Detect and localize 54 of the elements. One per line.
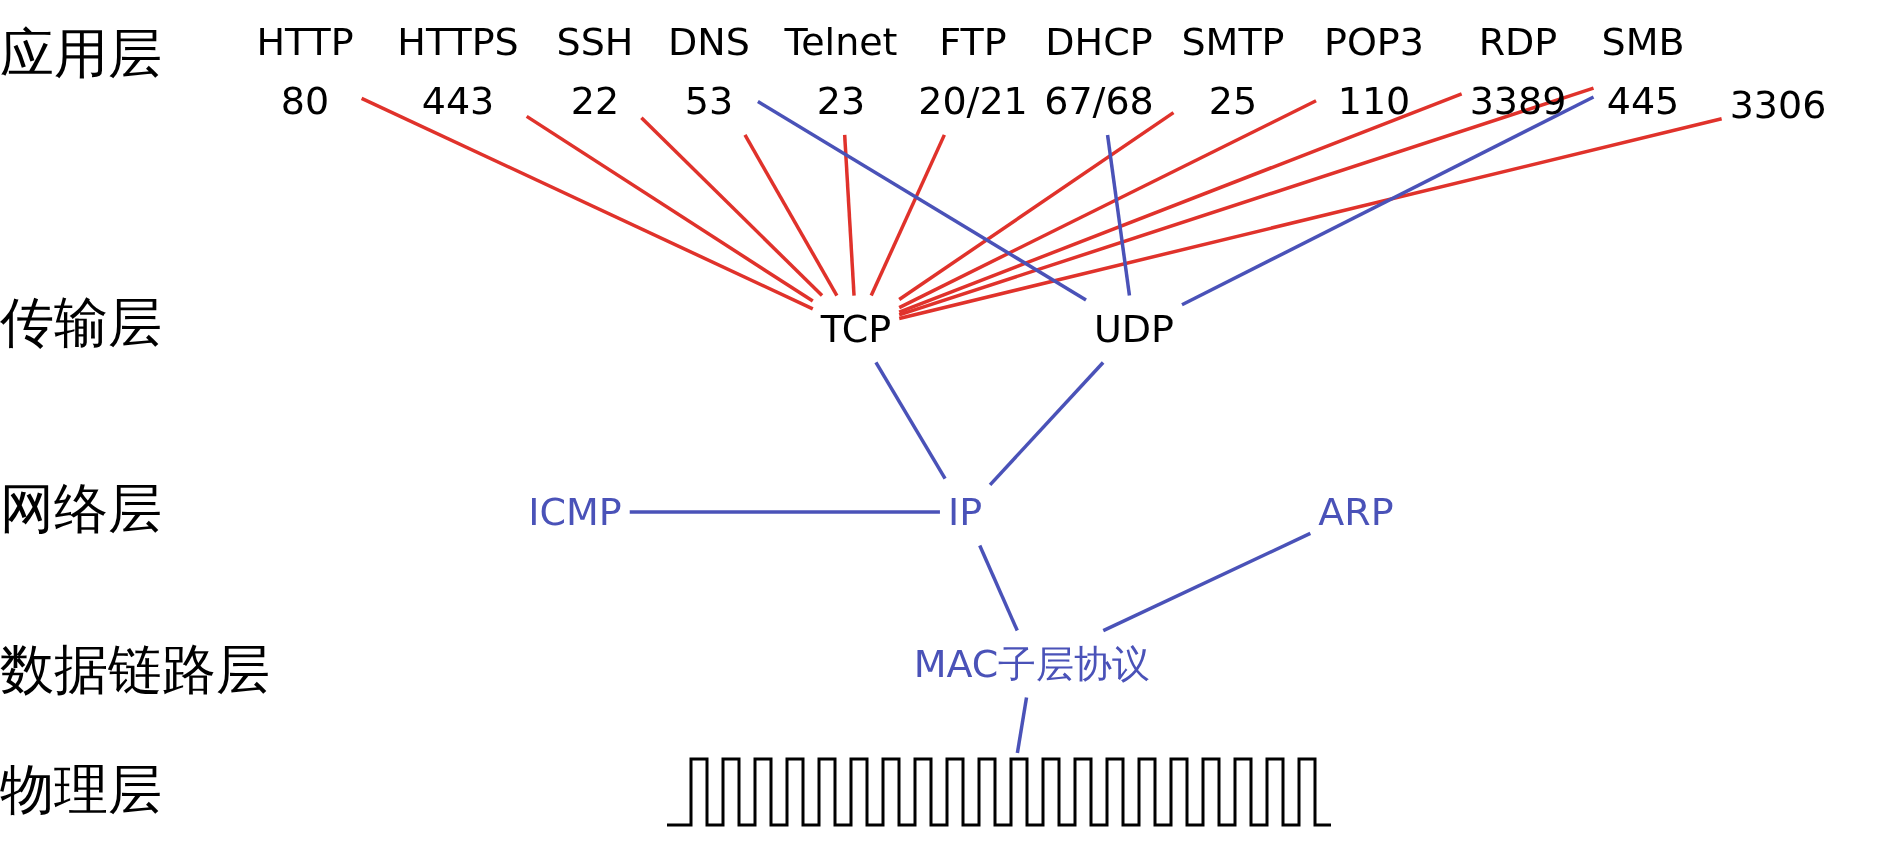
connector-line xyxy=(525,114,814,303)
port-number: 67/68 xyxy=(1043,78,1155,125)
layer-label: 数据链路层 xyxy=(0,643,270,697)
protocol-name: DNS xyxy=(667,19,751,67)
protocol-name: HTTP xyxy=(255,19,355,67)
connector-line xyxy=(874,361,947,480)
connector-line xyxy=(629,510,940,514)
connector-line xyxy=(360,96,814,311)
connector-line xyxy=(757,100,1087,302)
protocol-name: FTP xyxy=(938,19,1008,67)
port-number: 3389 xyxy=(1468,78,1568,125)
port-number: 80 xyxy=(279,78,331,125)
connector-line xyxy=(898,99,1317,310)
connector-line xyxy=(978,544,1019,632)
connector-line xyxy=(898,117,1723,321)
connector-line xyxy=(640,116,824,297)
connector-line xyxy=(743,134,839,297)
protocol-name: HTTPS xyxy=(396,19,520,67)
protocol-name: SMB xyxy=(1600,19,1686,67)
connector-line xyxy=(1015,697,1029,754)
connector-line xyxy=(869,134,946,297)
port-number: 22 xyxy=(569,78,621,125)
protocol-name: UDP xyxy=(1093,305,1175,353)
protocol-name: POP3 xyxy=(1323,19,1425,67)
connector-line xyxy=(1102,531,1312,633)
port-number: 110 xyxy=(1336,78,1412,125)
protocol-name: TCP xyxy=(819,305,893,353)
connector-line xyxy=(1181,95,1595,307)
port-number: 23 xyxy=(815,78,867,125)
port-number: 20/21 xyxy=(917,78,1029,125)
protocol-name: SMTP xyxy=(1180,19,1286,67)
layer-label: 物理层 xyxy=(0,763,162,817)
protocol-name: MAC子层协议 xyxy=(912,640,1152,688)
protocol-name: ICMP xyxy=(527,488,623,536)
connector-line xyxy=(898,86,1595,317)
connector-line xyxy=(898,111,1175,301)
protocol-name: SSH xyxy=(555,19,635,67)
layer-label: 传输层 xyxy=(0,296,162,350)
port-number: 3306 xyxy=(1728,81,1828,129)
protocol-name: ARP xyxy=(1317,488,1395,536)
port-number: 445 xyxy=(1605,78,1681,125)
protocol-name: IP xyxy=(946,488,984,536)
port-number: 443 xyxy=(420,78,496,125)
port-number: 25 xyxy=(1207,78,1259,125)
layer-label: 应用层 xyxy=(0,27,162,81)
port-number: 53 xyxy=(683,78,735,125)
connector-line xyxy=(898,92,1463,314)
protocol-name: DHCP xyxy=(1044,19,1154,67)
protocol-name: RDP xyxy=(1477,19,1559,67)
protocol-name: Telnet xyxy=(783,19,899,67)
connector-line xyxy=(842,134,856,296)
layer-label: 网络层 xyxy=(0,482,162,536)
connector-line xyxy=(988,361,1105,487)
connector-line xyxy=(1105,134,1132,296)
